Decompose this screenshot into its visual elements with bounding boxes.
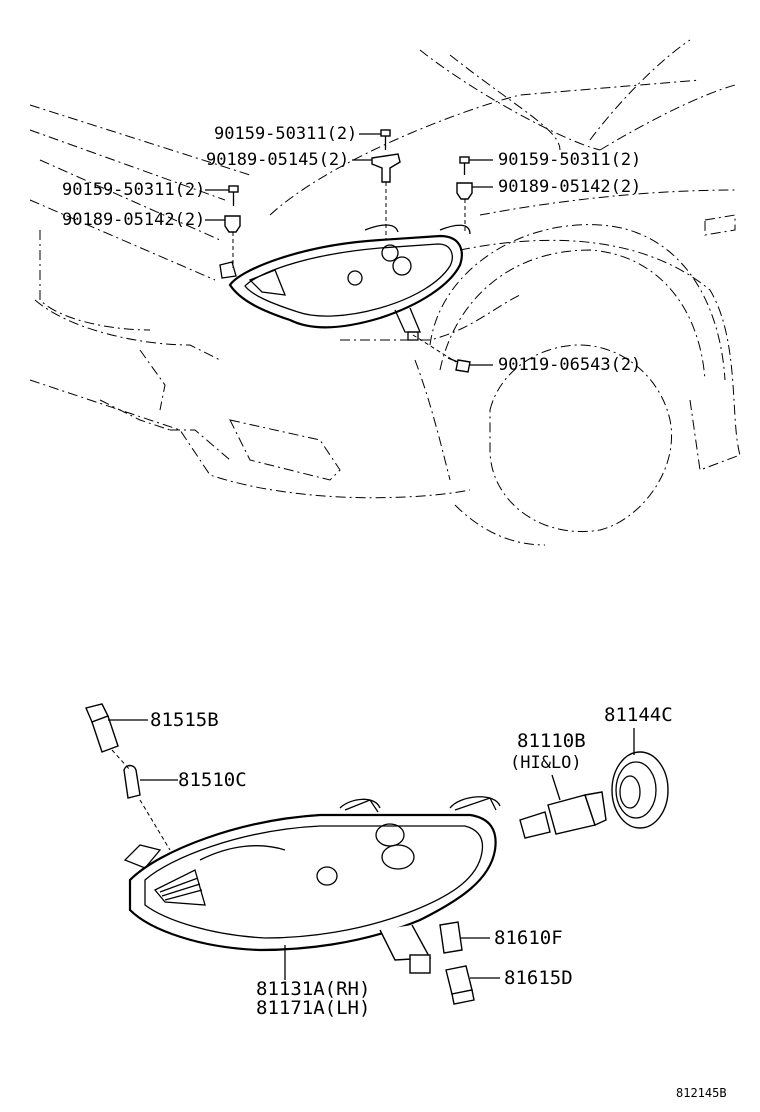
part-label-81144c: 81144C [604, 704, 673, 726]
part-label-90119-06543: 90119-06543(2) [498, 355, 642, 375]
bulb-icon [123, 764, 141, 799]
part-label-81515b: 81515B [150, 709, 219, 731]
socket-icon [445, 965, 475, 1005]
halogen-bulb-icon [519, 791, 607, 839]
nut-icon [456, 182, 473, 200]
part-label-90159-50311-right: 90159-50311(2) [498, 150, 642, 170]
screw-icon [447, 357, 471, 373]
diagram-reference-code: 812145B [676, 1086, 727, 1100]
part-label-90159-50311: 90159-50311(2) [214, 124, 358, 144]
part-label-81131a-rh: 81131A(RH) [256, 978, 371, 1000]
part-label-90189-05142-right: 90189-05142(2) [498, 177, 642, 197]
bolt-icon [459, 156, 470, 175]
part-label-81110b: 81110B [517, 730, 586, 752]
socket-icon [85, 703, 119, 753]
part-label-90159-50311-left: 90159-50311(2) [62, 180, 206, 200]
clip-icon [371, 153, 401, 183]
bolt-icon [228, 185, 239, 206]
headlamp-exploded [123, 796, 501, 974]
part-label-90189-05142-left: 90189-05142(2) [62, 210, 206, 230]
car-body-outline [29, 39, 741, 546]
part-label-81171a-lh: 81171A(LH) [256, 997, 371, 1019]
nut-icon [224, 215, 241, 233]
bolt-icon [380, 129, 391, 150]
leader-lines-lower [108, 719, 635, 980]
part-label-81610f: 81610F [494, 927, 563, 949]
bulb-icon [439, 921, 463, 954]
socket-cover-icon [611, 751, 669, 829]
part-label-81510c: 81510C [178, 769, 247, 791]
part-label-hi-lo: (HI&LO) [510, 753, 582, 773]
part-label-81615d: 81615D [504, 967, 573, 989]
headlamp-installed [219, 224, 471, 341]
part-label-90189-05145: 90189-05145(2) [206, 150, 350, 170]
leader-lines-upper [205, 133, 493, 366]
